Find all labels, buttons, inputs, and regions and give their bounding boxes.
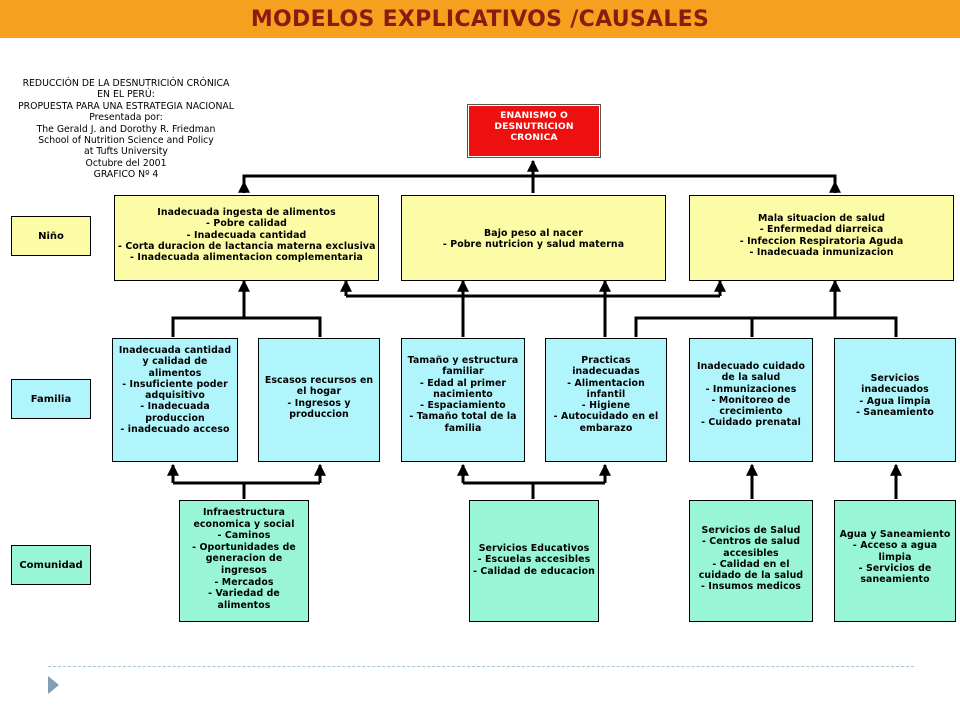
source-line: School of Nutrition Science and Policy [38,135,214,147]
nino-box-ingesta: Inadecuada ingesta de alimentos - Pobre … [114,195,379,281]
source-line: Octubre del 2001 [85,157,167,169]
familia-box-practicas: Practicas inadecuadas - Alimentacion inf… [545,338,667,462]
source-line: The Gerald J. and Dorothy R. Friedman [36,123,216,135]
outcome-box: ENANISMO O DESNUTRICION CRONICA [467,104,601,158]
source-line: EN EL PERÚ: [97,89,155,101]
nino-box-salud: Mala situacion de salud - Enfermedad dia… [689,195,954,281]
nino-box-bajo-peso: Bajo peso al nacer - Pobre nutricion y s… [401,195,666,281]
familia-box-estructura: Tamaño y estructura familiar - Edad al p… [401,338,525,462]
source-line: Presentada por: [89,112,163,124]
comunidad-box-salud: Servicios de Salud - Centros de salud ac… [689,500,813,622]
source-line: at Tufts University [84,146,168,158]
next-slide-arrow-icon[interactable] [48,676,59,694]
familia-box-servicios: Servicios inadecuados - Agua limpia - Sa… [834,338,956,462]
comunidad-box-infraestructura: Infraestructura economica y social - Cam… [179,500,309,622]
familia-box-cuidado: Inadecuado cuidado de la salud - Inmuniz… [689,338,813,462]
familia-box-recursos: Escasos recursos en el hogar - Ingresos … [258,338,380,462]
level-label-comunidad: Comunidad [11,545,91,585]
footer-divider [48,666,914,667]
slide-title: MODELOS EXPLICATIVOS /CAUSALES [250,7,710,32]
source-citation: REDUCCIÓN DE LA DESNUTRICIÓN CRÓNICA EN … [4,78,248,181]
title-bar [0,0,960,38]
source-line: GRAFICO Nº 4 [93,169,159,181]
level-label-nino: Niño [11,216,91,256]
source-line: REDUCCIÓN DE LA DESNUTRICIÓN CRÓNICA [22,78,230,89]
source-line: PROPUESTA PARA UNA ESTRATEGIA NACIONAL [18,100,234,112]
comunidad-box-educativos: Servicios Educativos - Escuelas accesibl… [469,500,599,622]
level-label-familia: Familia [11,379,91,419]
familia-box-alimentos: Inadecuada cantidad y calidad de aliment… [112,338,238,462]
comunidad-box-agua: Agua y Saneamiento - Acceso a agua limpi… [834,500,956,622]
